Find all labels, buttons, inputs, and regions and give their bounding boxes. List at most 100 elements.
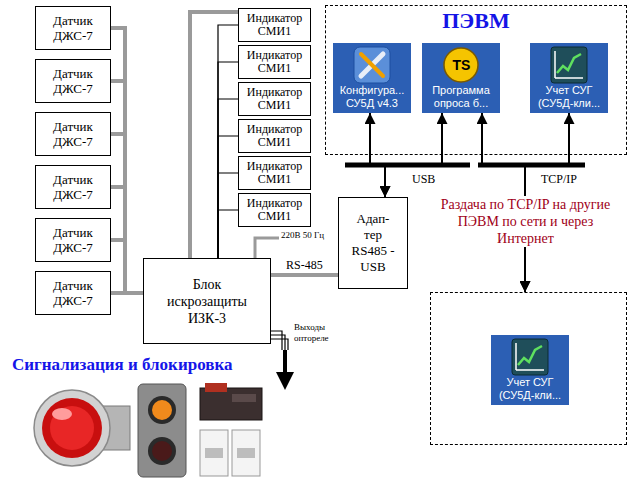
contactor-photo	[200, 430, 260, 476]
chart-line	[518, 346, 542, 365]
signal-lamp-photo	[34, 390, 130, 466]
button-ring	[148, 437, 176, 465]
indicator-box: Индикатор СМИ1	[238, 156, 311, 190]
dark-button	[152, 441, 172, 461]
indicator-box: Индикатор СМИ1	[238, 193, 311, 227]
contactor-body	[232, 430, 260, 476]
bus-label: RS-485	[285, 258, 324, 272]
sensor-box: Датчик ДЖС-7	[35, 112, 111, 156]
relay-socket	[200, 388, 262, 420]
output-arrow-shaft	[283, 350, 287, 373]
relay-terminal	[232, 394, 256, 402]
contactor-body	[200, 430, 228, 476]
power-label: 220В 50 Гц	[281, 230, 324, 241]
node-label: Блок искрозащиты ИЗК-3	[160, 276, 254, 327]
relay-output-wire	[271, 331, 282, 350]
relay-output-wire	[271, 339, 288, 350]
lamp-bezel	[34, 390, 110, 466]
icon-tile	[354, 47, 390, 83]
connector	[111, 240, 143, 293]
lamp-lens	[42, 398, 102, 458]
connector	[111, 187, 143, 293]
lamp-highlight	[52, 408, 72, 420]
node-label: Датчик ДЖС-7	[39, 66, 107, 96]
note-text: Раздача по TCP/IP на другие ПЭВМ по сети…	[438, 196, 613, 247]
connector	[271, 273, 338, 277]
output-label: Выходы оптореле	[294, 322, 340, 344]
app-icon-image	[493, 338, 567, 376]
wrench-symbol	[361, 54, 383, 76]
node-label: Индикатор СМИ1	[242, 12, 307, 38]
output-arrow-head	[276, 372, 294, 390]
desktop-icon: Учет СУГ (СУ5Д-кли...	[530, 43, 608, 113]
sensor-box: Датчик ДЖС-7	[35, 59, 111, 103]
lamp-lens-inner	[50, 406, 94, 450]
mains-wire	[255, 238, 279, 258]
power-wire	[190, 12, 238, 258]
app-icon-image	[335, 46, 409, 84]
chart-line	[557, 54, 581, 73]
indicator-box: Индикатор СМИ1	[238, 45, 311, 79]
icon-caption: Конфигура... СУ5Д v4.3	[335, 84, 409, 110]
sensor-box: Датчик ДЖС-7	[35, 165, 111, 209]
bus-label: USB	[412, 172, 435, 186]
sensor-box: Датчик ДЖС-7	[35, 218, 111, 262]
icon-tile	[551, 47, 587, 83]
connector	[111, 28, 143, 293]
screwdriver-symbol	[361, 54, 383, 76]
relay-photo	[200, 383, 262, 420]
connector	[218, 99, 238, 258]
node-label: Индикатор СМИ1	[242, 86, 307, 112]
ts-badge	[444, 48, 478, 82]
icon-caption: Учет СУГ (СУ5Д-кли...	[532, 84, 606, 110]
barrier-block: Блок искрозащиты ИЗК-3	[143, 258, 271, 344]
sensor-box: Датчик ДЖС-7	[35, 6, 111, 50]
chart-axes	[516, 343, 544, 370]
pc-group: ПЭВМ Конфигура... СУ5Д v4.3 Программа опро…	[325, 5, 627, 155]
chart-axes	[555, 51, 583, 78]
node-label: Датчик ДЖС-7	[39, 13, 107, 43]
contactor-window	[237, 448, 255, 458]
desktop-icon: Конфигура... СУ5Д v4.3	[333, 43, 411, 113]
icon-caption: Программа опроса б...	[424, 84, 498, 110]
group-title: ПЭВМ	[326, 6, 626, 34]
node-label: Адап- тер RS485 - USB	[350, 211, 396, 275]
station-housing	[138, 384, 186, 477]
desktop-icon: Программа опроса б...	[422, 43, 500, 113]
desktop-icon: Учет СУГ (СУ5Д-кли...	[491, 335, 569, 405]
icon-letters: TS	[446, 57, 477, 73]
node-label: Индикатор СМИ1	[242, 49, 307, 75]
adapter-box: Адап- тер RS485 - USB	[338, 197, 408, 289]
connector	[111, 291, 143, 295]
connector	[218, 136, 238, 258]
connector	[111, 81, 143, 293]
push-button-station-photo	[138, 384, 186, 477]
icon-tile	[512, 339, 548, 375]
node-label: Индикатор СМИ1	[242, 160, 307, 186]
connector	[218, 210, 238, 258]
node-label: Индикатор СМИ1	[242, 197, 307, 223]
icon-caption: Учет СУГ (СУ5Д-кли...	[493, 376, 567, 402]
app-icon-image	[532, 46, 606, 84]
orange-button	[152, 400, 172, 420]
relay-output-wire	[271, 335, 285, 350]
button-ring	[148, 396, 176, 424]
indicator-box: Индикатор СМИ1	[238, 8, 311, 42]
remote-pc-group: Учет СУГ (СУ5Д-кли...	[430, 292, 627, 445]
section-heading: Сигнализация и блокировка	[12, 355, 232, 374]
connector	[370, 113, 385, 197]
bus-label: TCP/IP	[541, 172, 577, 186]
connector	[218, 62, 238, 258]
sensor-box: Датчик ДЖС-7	[35, 271, 111, 315]
node-label: Датчик ДЖС-7	[39, 172, 107, 202]
connector	[218, 173, 238, 258]
connector	[218, 25, 238, 258]
indicator-box: Индикатор СМИ1	[238, 119, 311, 153]
node-label: Датчик ДЖС-7	[39, 278, 107, 308]
node-label: Датчик ДЖС-7	[39, 225, 107, 255]
relay-top	[205, 383, 227, 392]
node-label: Датчик ДЖС-7	[39, 119, 107, 149]
connector	[111, 134, 143, 293]
